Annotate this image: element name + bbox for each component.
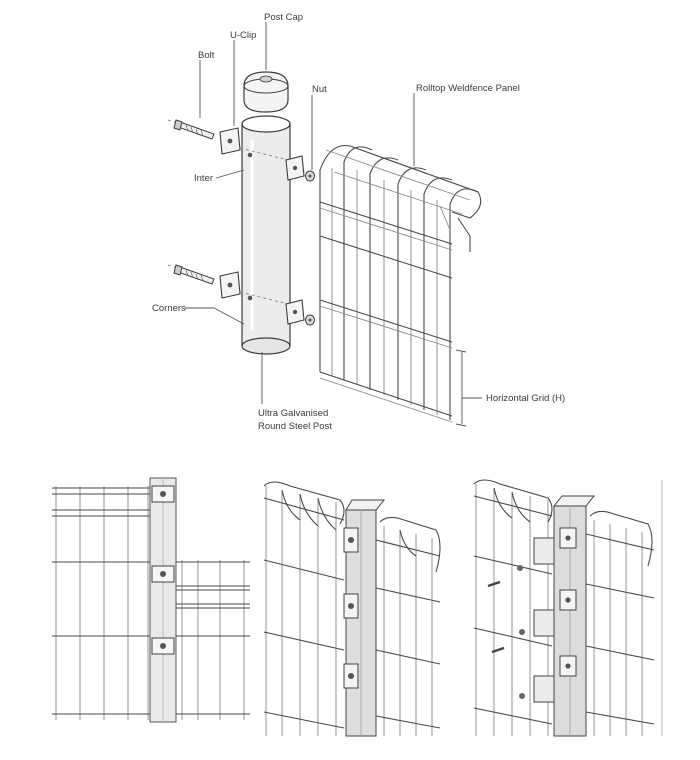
nut-lower (305, 314, 315, 326)
bolt-upper (167, 119, 215, 140)
rolltop-panel (319, 144, 482, 423)
corners-label: Corners (152, 303, 186, 314)
photo-post-clips-bolts (473, 479, 663, 737)
horizontal-grid-dimension (455, 349, 482, 427)
inter-label: Inter (194, 173, 213, 184)
bolt-lower (167, 264, 215, 285)
u-clip-right-upper (285, 155, 305, 181)
u-clip-right-lower (285, 299, 305, 325)
post-cap (243, 71, 289, 113)
photo-panel-joint-front (52, 477, 252, 728)
panel-label: Rolltop Weldfence Panel (416, 83, 520, 94)
floating-bolts (487, 565, 525, 699)
round-steel-post (241, 115, 291, 355)
post-label-line2: Round Steel Post (258, 421, 332, 432)
nut-upper (305, 170, 315, 182)
nut-label: Nut (312, 84, 327, 95)
post-label-line1: Ultra Galvanised (258, 408, 328, 419)
u-clip-label: U-Clip (230, 30, 256, 41)
post-cap-label: Post Cap (264, 12, 303, 23)
bolt-label: Bolt (198, 50, 215, 61)
exploded-diagram: Post Cap U-Clip Bolt Nut Rolltop Weldfen… (152, 12, 565, 432)
u-clip-upper (219, 127, 241, 155)
u-clip-lower (219, 271, 241, 299)
horizontal-grid-label: Horizontal Grid (H) (486, 393, 565, 404)
photo-post-perspective (263, 481, 441, 737)
